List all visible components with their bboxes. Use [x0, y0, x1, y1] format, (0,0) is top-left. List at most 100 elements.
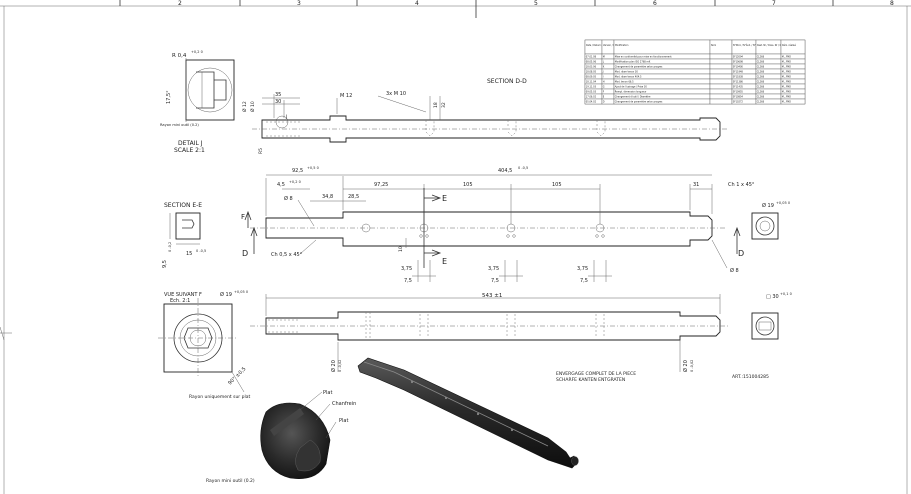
- revision-table-cell: M: [603, 56, 605, 59]
- marker-e-top: E: [442, 194, 447, 203]
- revision-table-cell: SF11386: [733, 81, 744, 84]
- revision-table-cell: SF10955: [733, 91, 744, 94]
- dim-phi19-f-tol: +0,05 0: [234, 290, 248, 294]
- view-f-scale: Ech. 2:1: [170, 298, 190, 304]
- top-shaft-view: 35 30 Ø 12 Ø 10 R5 J M 12 3x M 10 18 32 …: [241, 78, 728, 154]
- revision-table-cell: Changement d'outil / Diamètre: [615, 96, 651, 99]
- dim-phi19-f: Ø 19: [220, 291, 232, 298]
- dim-phi8-left: Ø 8: [284, 195, 293, 202]
- dim-phi10: Ø 10: [249, 101, 256, 112]
- dim-92-5: 92,5: [292, 168, 303, 174]
- dim-phi20-b-tol: 0 -0,02: [690, 360, 694, 372]
- dim-3-75b: 3,75: [488, 266, 499, 272]
- revision-table-cell: M...FMD: [782, 81, 791, 84]
- dim-flat-30-tol: +0,1 0: [780, 292, 792, 296]
- revision-table-cell: M...FMD: [782, 96, 791, 99]
- revision-table-cell: M...FMD: [782, 66, 791, 69]
- dim-404-5: 404,5: [498, 168, 512, 174]
- dim-4-5-tol: +0,2 0: [289, 180, 301, 184]
- revision-table-cell: Changement de paramètre selon progres: [615, 101, 663, 104]
- dim-30: 30: [275, 99, 281, 105]
- revision-table-cell: SF10272: [733, 101, 744, 104]
- revision-table-cell: SF11838: [733, 76, 744, 79]
- revision-table-cell: E: [603, 96, 605, 99]
- zone-number: 3: [297, 0, 301, 7]
- dim-4-5: 4,5: [277, 182, 285, 188]
- revision-table-cell: M...FMD: [782, 76, 791, 79]
- marker-d-left: D: [242, 249, 248, 258]
- view-f: VUE SUIVANT F Ech. 2:1 Ø 19 +0,05 0 90° …: [158, 290, 250, 400]
- section-ee-title: SECTION E-E: [164, 202, 202, 209]
- revision-table-cell: L: [603, 61, 605, 64]
- middle-shaft-view: 92,5 +0,5 0 4,5 +0,2 0 34,8 28,5 97,25 1…: [242, 166, 755, 284]
- tool-radius-flat-note: Rayon uniquement sur plat: [189, 394, 250, 400]
- marker-f: F: [241, 213, 245, 221]
- dim-404-5-tol: 0 -0,5: [518, 166, 528, 170]
- dim-ch05: Ch 0,5 x 45°: [271, 252, 303, 258]
- callout-plat-2: Plat: [339, 418, 348, 424]
- revision-table-cell: Mise en conformité pour mise en fonction…: [615, 56, 672, 59]
- end-view-right-bottom: □ 30 +0,1 0: [751, 292, 792, 340]
- dim-7-5a: 7,5: [404, 278, 412, 284]
- zone-number: 7: [772, 0, 776, 7]
- marker-e-bottom: E: [442, 257, 447, 266]
- detail-j-marker: J: [285, 114, 287, 120]
- dim-28-5: 28,5: [348, 194, 359, 200]
- revision-table-cell: CL268: [757, 86, 765, 89]
- dim-phi20-a: Ø 20: [330, 360, 337, 372]
- revision-table-cell: F: [603, 91, 605, 94]
- marker-d-right: D: [738, 249, 744, 258]
- zone-number: 8: [890, 0, 894, 7]
- section-dd-title: SECTION D-D: [487, 78, 527, 85]
- closeup-3d-render: Plat Chanfrein Plat Rayon mini outil (0.…: [206, 390, 356, 484]
- revision-table-cell: Mod. tenon 66.5: [615, 81, 634, 84]
- revision-table-header: Modification: [615, 44, 629, 47]
- revision-table-cell: SF11948: [733, 71, 744, 74]
- dim-92-5-tol: +0,5 0: [307, 166, 319, 170]
- end-view-right-middle: Ø 19 +0,05 0: [751, 201, 790, 240]
- section-ee-view: SECTION E-E 15 0 -0,5 9,5 0 -0,2 F: [162, 202, 252, 268]
- revision-table-cell: SF10698: [733, 61, 744, 64]
- revision-table-cell: M...FMD: [782, 61, 791, 64]
- dim-105a: 105: [463, 182, 473, 188]
- callout-chanfrein: Chanfrein: [332, 401, 356, 407]
- dim-32: 32: [441, 102, 447, 108]
- tool-radius-caption: Rayon mini outil (0.2): [206, 478, 255, 484]
- shaft-3d-render: [357, 357, 579, 469]
- revision-table-cell: CL268: [757, 101, 765, 104]
- detail-radius-dim: R 0,4: [172, 53, 187, 59]
- revision-table-cell: CL268: [757, 76, 765, 79]
- dim-phi19: Ø 19: [762, 202, 774, 209]
- revision-table-cell: 08.09.05: [586, 76, 597, 79]
- revision-table-cell: CL268: [757, 56, 765, 59]
- dim-phi12: Ø 12: [241, 101, 248, 112]
- zone-number: 6: [653, 0, 657, 7]
- tool-radius-note: Rayon mini outil (0.2): [160, 123, 199, 127]
- revision-table-cell: SF12094: [733, 56, 744, 59]
- dim-3xm10: 3x M 10: [386, 91, 406, 97]
- view-f-title: VUE SUIVANT F: [164, 292, 202, 298]
- revision-table-cell: 07.01.08: [586, 56, 597, 59]
- revision-table-cell: M...FMD: [782, 71, 791, 74]
- revision-table-cell: Mod. diam tenon 404.5: [615, 76, 642, 79]
- detail-j-scale: SCALE 2:1: [174, 147, 205, 154]
- dim-35: 35: [275, 92, 281, 98]
- revision-table-cell: Rempl. dimension longueur: [615, 91, 647, 94]
- detail-j-view: R 0,4 +0,2 0 17,5° Rayon mini outil (0.2…: [160, 50, 235, 154]
- revision-table-cell: M...FMD: [782, 56, 791, 59]
- revision-table-cell: CL268: [757, 71, 765, 74]
- revision-table-cell: CL268: [757, 81, 765, 84]
- revision-table-cell: M...FMD: [782, 101, 791, 104]
- revision-table-header: Date / Datum / Date: [586, 44, 609, 47]
- dim-543: 543 ±1: [482, 293, 502, 299]
- dim-flat-30: □ 30: [766, 294, 779, 300]
- revision-table-cell: Ajout de l'usinage / Prise 30: [615, 86, 648, 89]
- revision-table-cell: SF10854: [733, 96, 744, 99]
- revision-table-cell: CL268: [757, 61, 765, 64]
- dim-ch1: Ch 1 x 45°: [728, 182, 755, 188]
- dim-3-75c: 3,75: [577, 266, 588, 272]
- dim-m12: M 12: [340, 93, 352, 99]
- detail-radius-tol: +0,2 0: [191, 50, 203, 54]
